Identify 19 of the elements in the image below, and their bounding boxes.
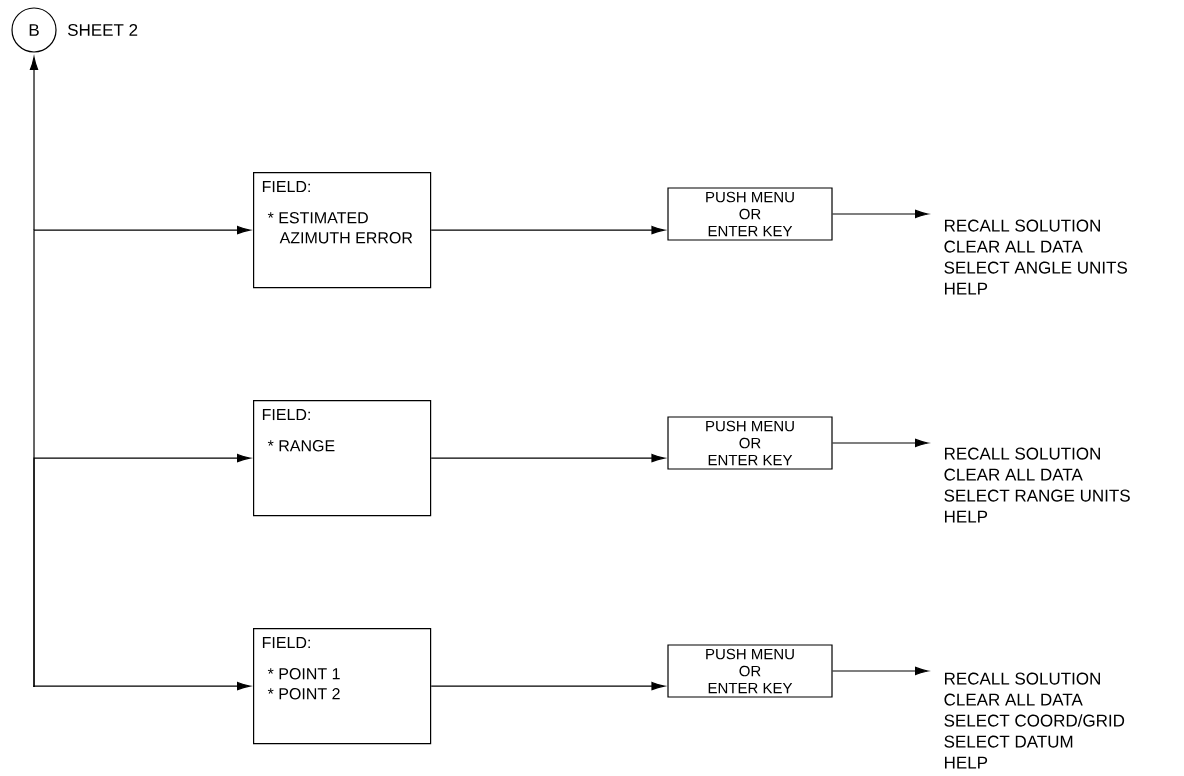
process-box: PUSH MENU OR ENTER KEY [667,416,833,470]
option-list: RECALL SOLUTION CLEAR ALL DATA SELECT RANGE UNITS HELP [944,447,1130,523]
option-list: RECALL SOLUTION CLEAR ALL DATA SELECT COORD/GRID SELECT DATUM HELP [944,672,1125,769]
arrow [832,666,929,676]
arrow [29,56,39,231]
arrow [832,209,929,219]
arrow [430,453,665,463]
process-box: PUSH MENU OR ENTER KEY [667,644,833,698]
arrow [430,225,665,235]
option-list: RECALL SOLUTION CLEAR ALL DATA SELECT ANGLE UNITS HELP [944,219,1127,295]
field-box: FIELD: * POINT 1 * POINT 2 [253,628,432,745]
field-box: FIELD: * ESTIMATED AZIMUTH ERROR [253,172,432,289]
arrow [832,438,929,448]
process-box: PUSH MENU OR ENTER KEY [667,187,833,241]
field-box: FIELD: * RANGE [253,400,432,517]
sheet-reference: SHEET 2 [68,23,138,36]
arrow [33,681,251,691]
arrow [33,453,251,688]
arrow [430,681,665,691]
